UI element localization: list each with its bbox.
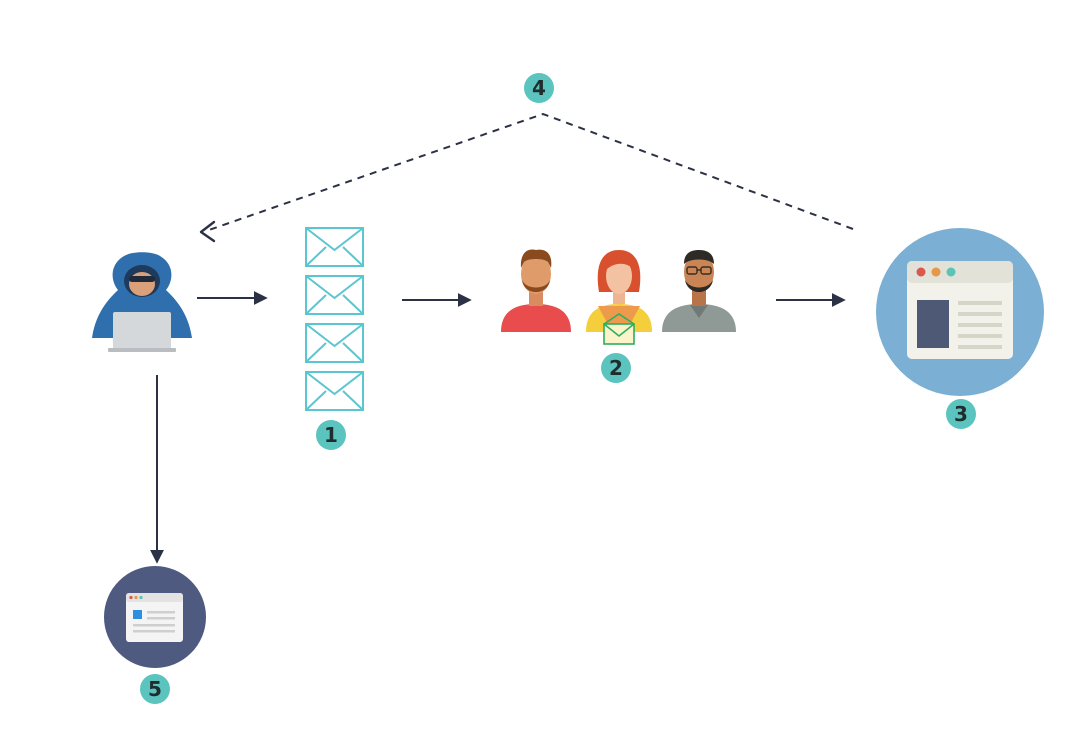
person-icon	[662, 250, 736, 332]
person-icon	[586, 250, 652, 332]
step-number: 5	[148, 677, 162, 701]
step-number: 2	[609, 356, 623, 380]
step-badge-1: 1	[316, 420, 346, 450]
email-stack	[305, 227, 364, 411]
step-badge-5: 5	[140, 674, 170, 704]
person-icon	[501, 249, 571, 332]
envelope-icon	[305, 275, 364, 315]
step-badge-3: 3	[946, 399, 976, 429]
hacker-icon	[92, 252, 192, 352]
attacker-site	[104, 566, 206, 668]
dashed-return-arrow	[199, 112, 854, 243]
envelope-icon	[305, 323, 364, 363]
step-number: 1	[324, 423, 338, 447]
step-badge-2: 2	[601, 353, 631, 383]
envelope-icon	[305, 371, 364, 411]
step-number: 4	[532, 76, 546, 100]
browser-window-icon	[126, 593, 183, 642]
victims-group	[501, 249, 736, 345]
envelope-icon	[305, 227, 364, 267]
step-number: 3	[954, 402, 968, 426]
envelope-icon	[603, 313, 635, 345]
browser-window-icon	[907, 261, 1013, 359]
phish-site	[876, 228, 1044, 396]
step-badge-4: 4	[524, 73, 554, 103]
